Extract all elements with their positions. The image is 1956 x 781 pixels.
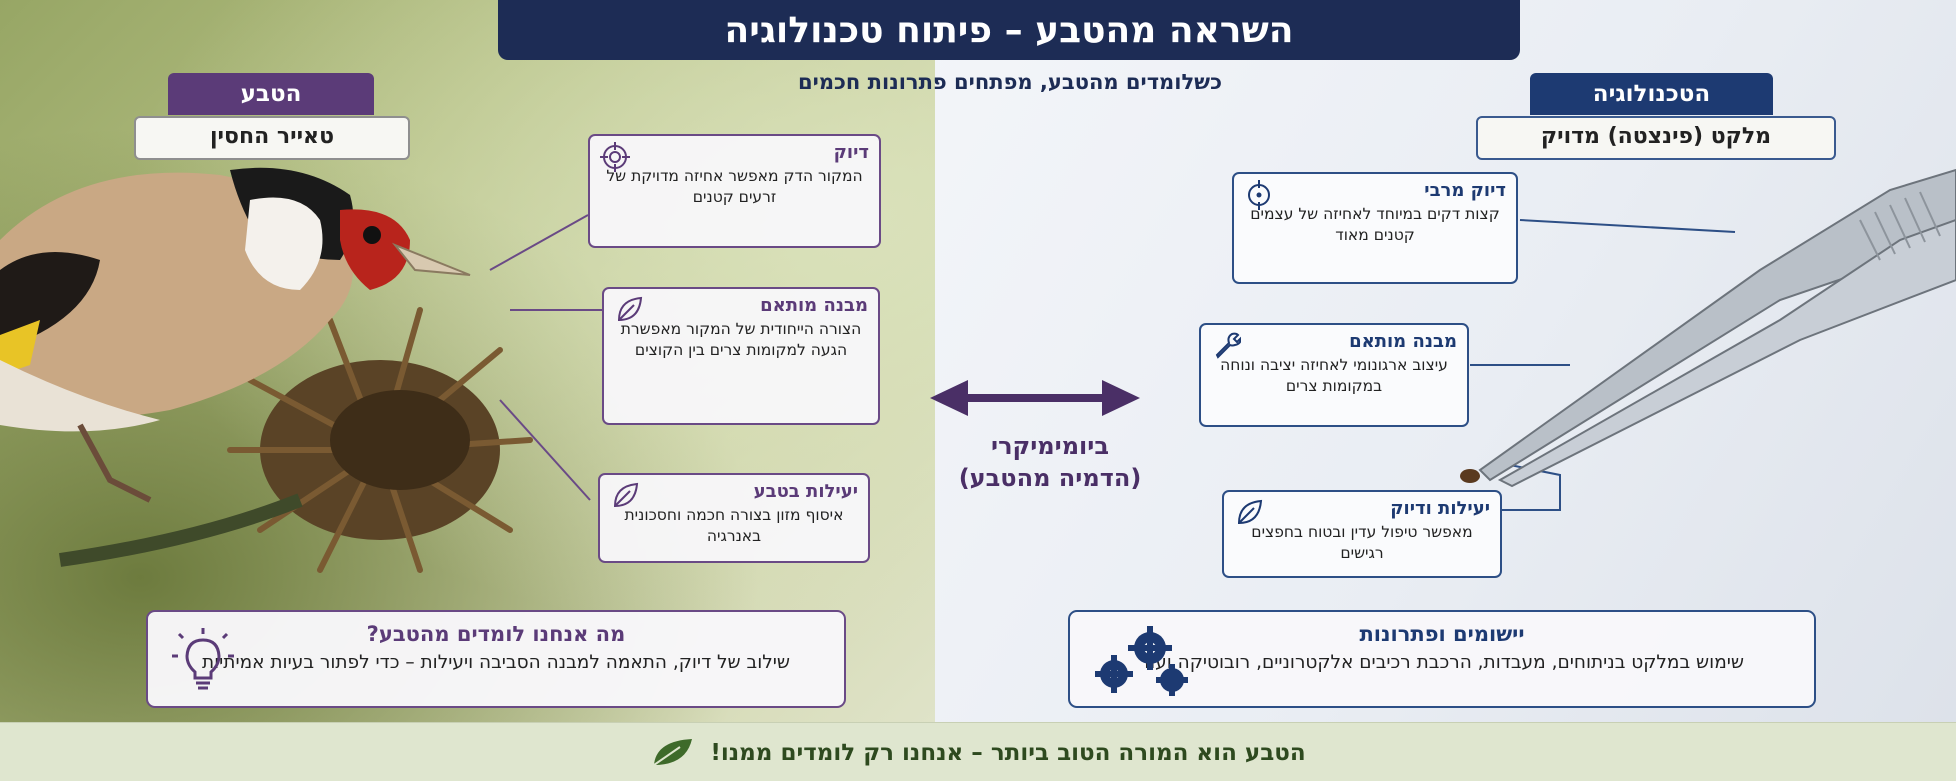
card-body: המקור הדק מאפשר אחיזה מדויקת של זרעים קט…: [606, 167, 863, 206]
applications-title: יישומים ופתרונות: [1359, 622, 1525, 646]
crosshair-icon: [1248, 180, 1270, 210]
card-title: דיוק מרבי: [1424, 180, 1506, 201]
page-subtitle: כשלומדים מהטבע, מפתחים פתרונות חכמים: [798, 70, 1222, 94]
nature-card-structure: מבנה מותאם הצורה הייחודית של המקור מאפשר…: [602, 287, 880, 425]
lightbulb-icon: [172, 628, 234, 690]
technology-subject-label: מלקט (פינצטה) מדויק: [1476, 116, 1836, 160]
card-title: דיוק: [833, 142, 869, 163]
nature-card-precision: דיוק המקור הדק מאפשר אחיזה מדויקת של זרע…: [588, 134, 881, 248]
page-title: השראה מהטבע – פיתוח טכנולוגיה: [498, 0, 1520, 60]
card-body: הצורה הייחודית של המקור מאפשרת הגעה למקו…: [620, 320, 862, 359]
applications-card: יישומים ופתרונות שימוש במלקט בניתוחים, מ…: [1068, 610, 1816, 708]
card-body: איסוף מזון בצורה חכמה וחסכונית באנרגיה: [624, 506, 844, 545]
leaf-icon: [653, 738, 693, 766]
nature-subject-label: טאייר החסין: [134, 116, 410, 160]
technology-card-efficiency: יעילות ודיוק מאפשר טיפול עדין ובטוח בחפצ…: [1222, 490, 1502, 578]
wrench-icon: [1215, 332, 1241, 359]
biomimicry-subtitle: (הדמיה מהטבע): [958, 464, 1142, 492]
biomimicry-title: ביומימיקרי: [991, 432, 1109, 460]
applications-body: שימוש במלקט בניתוחים, מעבדות, הרכבת רכיב…: [1139, 652, 1745, 673]
tweezers-illustration: [1460, 168, 1956, 488]
leaf-icon: [617, 296, 643, 322]
nature-lesson-card: מה אנחנו לומדים מהטבע? שילוב של דיוק, הת…: [146, 610, 846, 708]
card-title: יעילות בטבע: [753, 481, 858, 502]
gears-icon: [1095, 626, 1188, 696]
technology-card-structure: מבנה מותאם עיצוב ארגונומי לאחיזה יציבה ו…: [1199, 323, 1469, 427]
nature-lesson-title: מה אנחנו לומדים מהטבע?: [366, 622, 626, 646]
seed-illustration: [1460, 469, 1480, 483]
leaf-icon: [1237, 499, 1263, 525]
technology-category-tab: הטכנולוגיה: [1530, 73, 1773, 115]
double-arrow-icon: [930, 380, 1140, 416]
footer-banner: הטבע הוא המורה הטוב ביותר – אנחנו רק לומ…: [0, 722, 1956, 781]
nature-category-tab: הטבע: [168, 73, 374, 115]
biomimicry-label: ביומימיקרי (הדמיה מהטבע): [900, 430, 1200, 494]
target-icon: [600, 142, 630, 172]
card-body: עיצוב ארגונומי לאחיזה יציבה ונוחה במקומו…: [1220, 356, 1448, 395]
card-title: יעילות ודיוק: [1390, 498, 1490, 519]
thistle-illustration: [59, 307, 533, 573]
nature-lesson-body: שילוב של דיוק, התאמה למבנה הסביבה ויעילו…: [201, 652, 791, 673]
technology-card-precision: דיוק מרבי קצות דקים במיוחד לאחיזה של עצמ…: [1232, 172, 1518, 284]
footer-text: הטבע הוא המורה הטוב ביותר – אנחנו רק לומ…: [710, 739, 1306, 766]
goldfinch-bird: [0, 167, 471, 503]
goldfinch-illustration: [0, 167, 533, 573]
card-title: מבנה מותאם: [1349, 331, 1457, 352]
card-body: קצות דקים במיוחד לאחיזה של עצמים קטנים מ…: [1250, 205, 1500, 244]
leaf-icon: [613, 482, 639, 508]
card-title: מבנה מותאם: [760, 295, 868, 316]
nature-card-efficiency: יעילות בטבע איסוף מזון בצורה חכמה וחסכונ…: [598, 473, 870, 563]
card-body: מאפשר טיפול עדין ובטוח בחפצים רגישים: [1251, 523, 1473, 562]
